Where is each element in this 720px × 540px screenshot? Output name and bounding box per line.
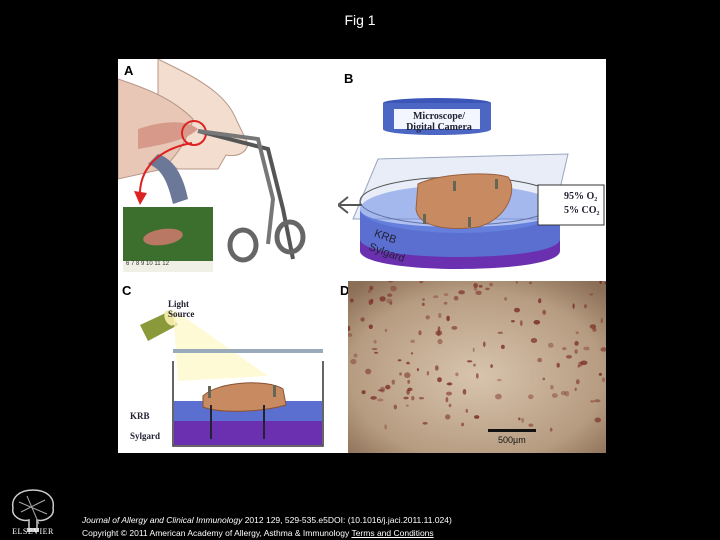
panel-a: A 6 7 8 9 10 11 12 — [118, 59, 338, 277]
explant-setup-illustration — [140, 309, 324, 447]
journal-name: Journal of Allergy and Clinical Immunolo… — [82, 515, 243, 525]
figure-panel-group: A 6 7 8 9 10 11 12 B — [118, 59, 606, 453]
tissue-micrograph — [348, 281, 606, 453]
krb-label-c: KRB — [130, 411, 150, 421]
panel-b-label: B — [344, 71, 354, 86]
nasal-biopsy-illustration — [118, 59, 306, 272]
terms-link[interactable]: Terms and Conditions — [351, 528, 434, 538]
copyright-text: Copyright © 2011 American Academy of All… — [82, 528, 350, 538]
gas-label-co2: 5% CO₂ — [564, 205, 600, 216]
panel-a-label: A — [124, 63, 134, 78]
publisher-name: ELSEVIER — [12, 527, 54, 536]
panel-c-label: C — [122, 283, 132, 298]
copyright-line: Copyright © 2011 American Academy of All… — [82, 527, 452, 540]
sylgard-label-c: Sylgard — [130, 431, 161, 441]
ruler-scale: 6 7 8 9 10 11 12 — [126, 261, 169, 267]
gas-label-o2: 95% O₂ — [564, 191, 598, 202]
figure-title: Fig 1 — [344, 12, 376, 28]
figure-footer: Journal of Allergy and Clinical Immunolo… — [82, 514, 452, 540]
scale-bar-label: 500µm — [498, 435, 526, 445]
microscope-label-1: Microscope/ — [412, 111, 466, 122]
light-source-label-2: Source — [168, 309, 195, 319]
panel-b: B Microscope/ Digital Camera 95 — [338, 59, 606, 277]
citation-line: Journal of Allergy and Clinical Immunolo… — [82, 514, 452, 527]
panel-d: D 500µm — [340, 281, 606, 453]
light-source-label-1: Light — [168, 299, 190, 309]
citation-details: 2012 129, 529-535.e5DOI: (10.1016/j.jaci… — [242, 515, 452, 525]
microscope-label-2: Digital Camera — [406, 122, 472, 133]
panel-d-label: D — [340, 283, 350, 298]
chamber-illustration — [338, 98, 605, 269]
panel-c: C Light Source KRB Sylgard — [118, 281, 348, 453]
elsevier-tree-logo — [5, 484, 61, 534]
